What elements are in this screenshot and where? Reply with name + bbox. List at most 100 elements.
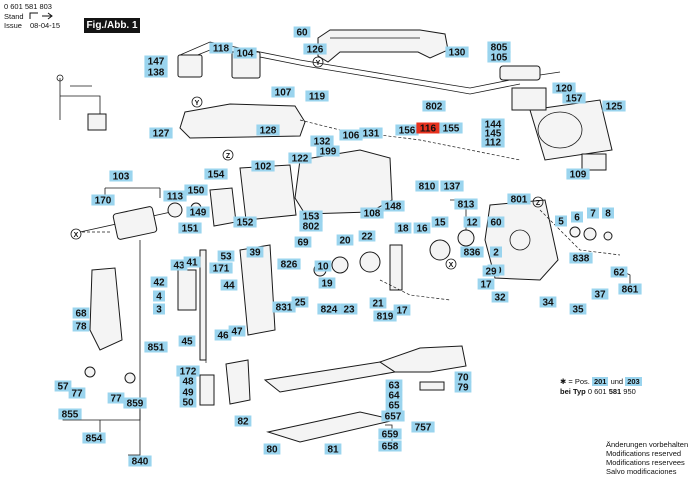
callout-box: [220, 279, 238, 291]
callout-box: [385, 399, 403, 411]
callout-box: [204, 168, 228, 180]
callout-box: [186, 206, 210, 218]
callout-box: [481, 136, 505, 148]
callout-box: [507, 193, 531, 205]
callout-label: 15: [434, 218, 446, 229]
callout-box: [217, 250, 235, 262]
callout-box: [552, 82, 576, 94]
callout-label: 854: [86, 434, 103, 445]
callout-label: 840: [132, 457, 149, 468]
callout-813: 813: [454, 198, 478, 211]
callout-label: 57: [57, 382, 69, 393]
callout-box: [562, 92, 586, 104]
callout-label: 60: [490, 218, 502, 229]
gearbox-parts: [313, 226, 613, 291]
callout-box: [271, 86, 295, 98]
callout-150: 150: [184, 184, 208, 197]
callout-149: 149: [186, 206, 210, 219]
callout-82: 82: [234, 415, 252, 428]
callout-label: 109: [570, 170, 587, 181]
callout-box: [539, 296, 557, 308]
callout-label: 199: [320, 147, 337, 158]
callout-label: 113: [167, 192, 184, 203]
callout-113: 113: [163, 190, 187, 203]
callout-box: [445, 46, 469, 58]
callout-label: 20: [339, 236, 351, 247]
callout-box: [163, 190, 187, 202]
callout-4: 4: [153, 290, 165, 303]
callout-box: [411, 421, 435, 433]
callout-5: 5: [555, 215, 567, 228]
callout-box: [144, 55, 168, 67]
callout-label: 152: [237, 218, 254, 229]
note-block: ✱ = Pos. 201 und 203 bei Typ 0 601 581 9…: [560, 377, 642, 397]
callout-label: 861: [622, 285, 639, 296]
callout-box: [394, 222, 412, 234]
callout-170: 170: [91, 194, 115, 207]
callout-44: 44: [220, 279, 238, 292]
callout-box: [299, 220, 323, 232]
callout-label: 147: [148, 57, 165, 68]
marker-x-2: X: [449, 262, 454, 269]
callout-144: 144: [481, 118, 505, 131]
callout-label: 103: [113, 172, 130, 183]
callout-box: [566, 168, 590, 180]
callout-box: [610, 266, 628, 278]
note-line-1: ✱ = Pos. 201 und 203: [560, 377, 642, 387]
figure-label: Fig./Abb. 1: [84, 18, 140, 33]
callout-box: [299, 210, 323, 222]
note-bei: bei: [560, 387, 571, 396]
callout-box: [569, 303, 587, 315]
callout-151: 151: [178, 222, 202, 235]
callout-label: 79: [457, 383, 469, 394]
callout-label: 148: [385, 202, 402, 213]
callout-128: 128: [256, 124, 280, 137]
callout-box: [369, 297, 387, 309]
callout-label: 7: [590, 209, 596, 220]
callout-label: 657: [385, 412, 402, 423]
callout-104: 104: [233, 47, 257, 60]
callout-label: 50: [182, 398, 194, 409]
callout-851: 851: [144, 341, 168, 354]
callout-box: [416, 122, 440, 134]
callout-854: 854: [82, 432, 106, 445]
callout-15: 15: [431, 216, 449, 229]
callout-53: 53: [217, 250, 235, 263]
callout-29: 29: [482, 265, 500, 278]
callout-box: [602, 100, 626, 112]
note-pos-1: 201: [591, 377, 609, 386]
callout-label: 62: [613, 268, 625, 279]
callout-label: 23: [343, 305, 355, 316]
callout-box: [463, 216, 481, 228]
callout-box: [72, 320, 90, 332]
callout-box: [123, 397, 147, 409]
callout-box: [294, 236, 312, 248]
callout-label: 80: [266, 445, 278, 456]
type-number-b: 581: [608, 387, 622, 396]
callout-23: 23: [340, 303, 358, 316]
callout-label: 46: [217, 331, 229, 342]
callout-label: 824: [321, 305, 338, 316]
callout-box: [602, 207, 614, 219]
callout-label: 137: [444, 182, 461, 193]
callout-6: 6: [571, 211, 583, 224]
callout-80: 80: [263, 443, 281, 456]
callout-131: 131: [359, 127, 383, 140]
callout-box: [109, 170, 133, 182]
callout-box: [107, 392, 125, 404]
circle-markers: Y Y Z Z X X: [70, 56, 544, 270]
callout-37: 37: [591, 288, 609, 301]
callout-label: 130: [449, 48, 466, 59]
callout-label: 126: [307, 45, 324, 56]
callout-21: 21: [369, 297, 387, 310]
callout-45: 45: [178, 335, 196, 348]
callout-label: 81: [327, 445, 339, 456]
callout-label: 12: [466, 218, 478, 229]
callout-label: 63: [388, 381, 400, 392]
footer-line-es: Salvo modificaciones: [606, 467, 677, 476]
callout-box: [149, 127, 173, 139]
callout-62: 62: [610, 266, 628, 279]
callout-label: 22: [361, 232, 373, 243]
callout-155: 155: [439, 122, 463, 135]
